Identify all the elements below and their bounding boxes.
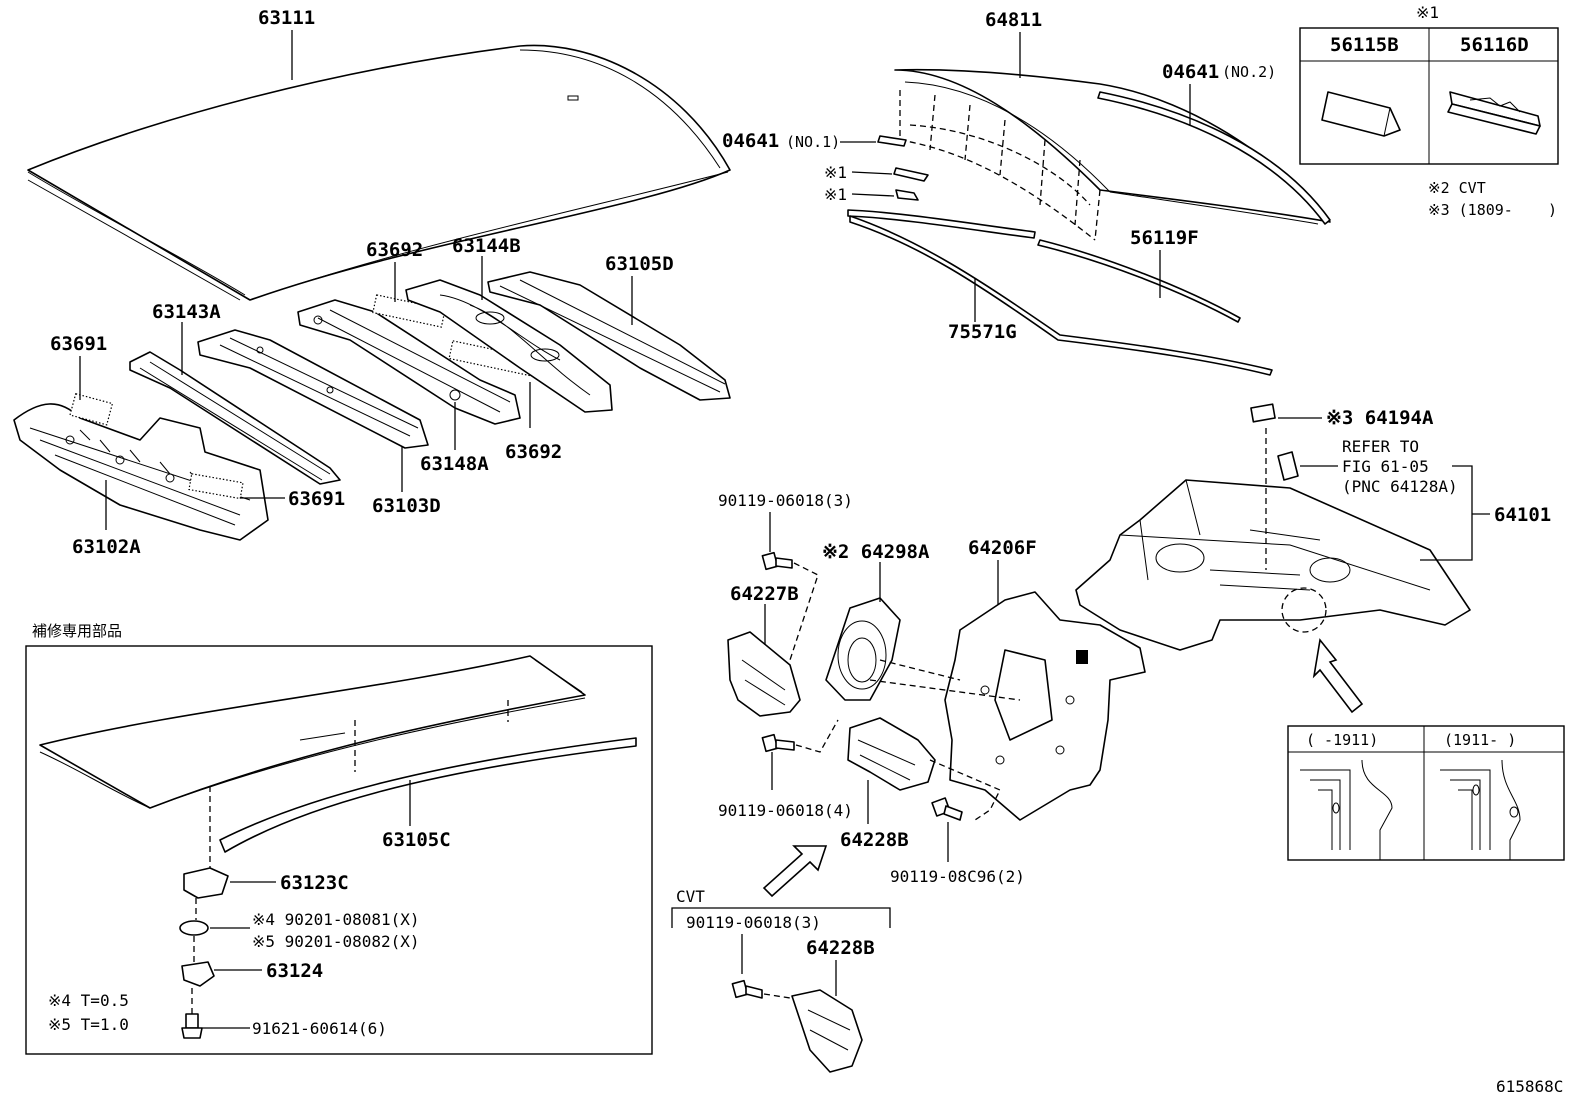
- label-64194A: ※3 64194A: [1326, 407, 1434, 429]
- diagram-id: 615868C: [1496, 1077, 1563, 1096]
- label-56119F: 56119F: [1130, 227, 1199, 249]
- label-91621-60614: 91621-60614(6): [252, 1019, 387, 1038]
- label-63102A: 63102A: [72, 536, 141, 558]
- label-64298A: ※2 64298A: [822, 541, 930, 563]
- detail-col1: ( -1911): [1306, 731, 1378, 749]
- repair-bracket-63123C[interactable]: [183, 867, 229, 899]
- legend-col1: 56115B: [1330, 34, 1399, 56]
- plug-64194A[interactable]: [1250, 403, 1276, 423]
- label-63105D: 63105D: [605, 253, 674, 275]
- weatherstrip-56119F[interactable]: [849, 215, 1273, 376]
- bracket-64227B[interactable]: [727, 631, 801, 717]
- legend-table: ※1 56115B 56116D ※2 CVT ※3 (1809- ): [1299, 3, 1559, 219]
- label-75571G: 75571G: [948, 321, 1017, 343]
- roof-bow-63144B[interactable]: [405, 279, 613, 413]
- washer[interactable]: [179, 920, 209, 936]
- label-90119-06018-3-upper: 90119-06018(3): [718, 491, 853, 510]
- detail-col2: (1911- ): [1444, 731, 1516, 749]
- label-64206F: 64206F: [968, 537, 1037, 559]
- label-mark1-a: ※1: [824, 163, 847, 182]
- label-63691-a: 63691: [50, 333, 107, 355]
- repair-bolt[interactable]: [181, 1013, 203, 1039]
- detail-arrow: [1312, 638, 1364, 714]
- detail-box: ( -1911) (1911- ): [1287, 725, 1565, 861]
- pad-63691-b[interactable]: [188, 473, 244, 500]
- cover-64298A[interactable]: [825, 597, 901, 701]
- label-64228B: 64228B: [840, 829, 909, 851]
- molding-75571G[interactable]: [847, 209, 1036, 239]
- label-63692-b: 63692: [505, 441, 562, 463]
- bracket-refer[interactable]: [1277, 451, 1299, 481]
- label-refer-1: REFER TO: [1342, 437, 1419, 456]
- roof-panel[interactable]: [27, 44, 731, 301]
- bracket-64228B[interactable]: [847, 717, 936, 791]
- label-63124: 63124: [266, 960, 323, 982]
- clip-piece-b[interactable]: [895, 189, 919, 201]
- label-washer-2: ※5 90201-08082(X): [252, 932, 420, 951]
- bracket-64228B-cvt[interactable]: [791, 989, 863, 1073]
- label-63692-a: 63692: [366, 239, 423, 261]
- roof-rail-63143A[interactable]: [129, 351, 341, 485]
- rear-header-63105D[interactable]: [487, 271, 731, 401]
- label-04641-no2-suffix: (NO.2): [1222, 63, 1276, 81]
- bolt-lower[interactable]: [761, 733, 795, 753]
- label-63143A: 63143A: [152, 301, 221, 323]
- label-90119-06018-4: 90119-06018(4): [718, 801, 853, 820]
- note-2: ※2 CVT: [1428, 179, 1486, 197]
- pad-63691-a[interactable]: [69, 393, 114, 426]
- cvt-group: CVT 90119-06018(3) 64228B: [671, 887, 891, 1073]
- label-refer-2: FIG 61-05: [1342, 457, 1429, 476]
- note-5: ※5 T=1.0: [48, 1015, 129, 1034]
- repair-box-title: 補修専用部品: [32, 622, 122, 640]
- back-panel-64206F[interactable]: [944, 591, 1146, 821]
- label-mark1-b: ※1: [824, 185, 847, 204]
- note-4: ※4 T=0.5: [48, 991, 129, 1010]
- package-tray-64101[interactable]: [1075, 479, 1471, 651]
- label-90119-06018-3-cvt: 90119-06018(3): [686, 913, 821, 932]
- note-3: ※3 (1809-: [1428, 201, 1513, 219]
- repair-bracket-63124[interactable]: [181, 961, 215, 987]
- label-63691-b: 63691: [288, 488, 345, 510]
- roof-bow-63148A[interactable]: [297, 299, 521, 425]
- roof-bow-63103D[interactable]: [197, 329, 429, 449]
- molding-no2[interactable]: [1097, 91, 1331, 225]
- bolt-upper[interactable]: [761, 551, 793, 571]
- clip-piece-a[interactable]: [893, 167, 929, 182]
- label-cvt: CVT: [676, 887, 705, 906]
- back-window-glass[interactable]: [894, 68, 1331, 241]
- bolt-cvt[interactable]: [731, 979, 763, 999]
- cvt-arrow: [762, 845, 828, 898]
- note-3-close: ): [1548, 201, 1557, 219]
- label-64811: 64811: [985, 9, 1042, 31]
- label-64227B: 64227B: [730, 583, 799, 605]
- repair-box: [25, 645, 653, 1055]
- label-04641-no1-suffix: (NO.1): [786, 133, 840, 151]
- label-refer-3: (PNC 64128A): [1342, 477, 1458, 496]
- label-63148A: 63148A: [420, 453, 489, 475]
- molding-no1-piece[interactable]: [877, 135, 907, 147]
- label-64101: 64101: [1494, 504, 1551, 526]
- label-63144B: 63144B: [452, 235, 521, 257]
- bolt-08C96[interactable]: [931, 797, 963, 821]
- pad-63692-a[interactable]: [372, 294, 446, 328]
- label-63123C: 63123C: [280, 872, 349, 894]
- label-63111: 63111: [258, 7, 315, 29]
- label-90119-08C96: 90119-08C96(2): [890, 867, 1025, 886]
- label-04641-no1: 04641: [722, 130, 779, 152]
- label-04641-no2: 04641: [1162, 61, 1219, 83]
- legend-mark: ※1: [1416, 3, 1439, 22]
- repair-roof-panel[interactable]: [39, 655, 586, 809]
- legend-col2: 56116D: [1460, 34, 1529, 56]
- label-63105C: 63105C: [382, 829, 451, 851]
- label-63103D: 63103D: [372, 495, 441, 517]
- label-washer-1: ※4 90201-08081(X): [252, 910, 420, 929]
- repair-header-63105C[interactable]: [219, 737, 637, 853]
- label-64228B-cvt: 64228B: [806, 937, 875, 959]
